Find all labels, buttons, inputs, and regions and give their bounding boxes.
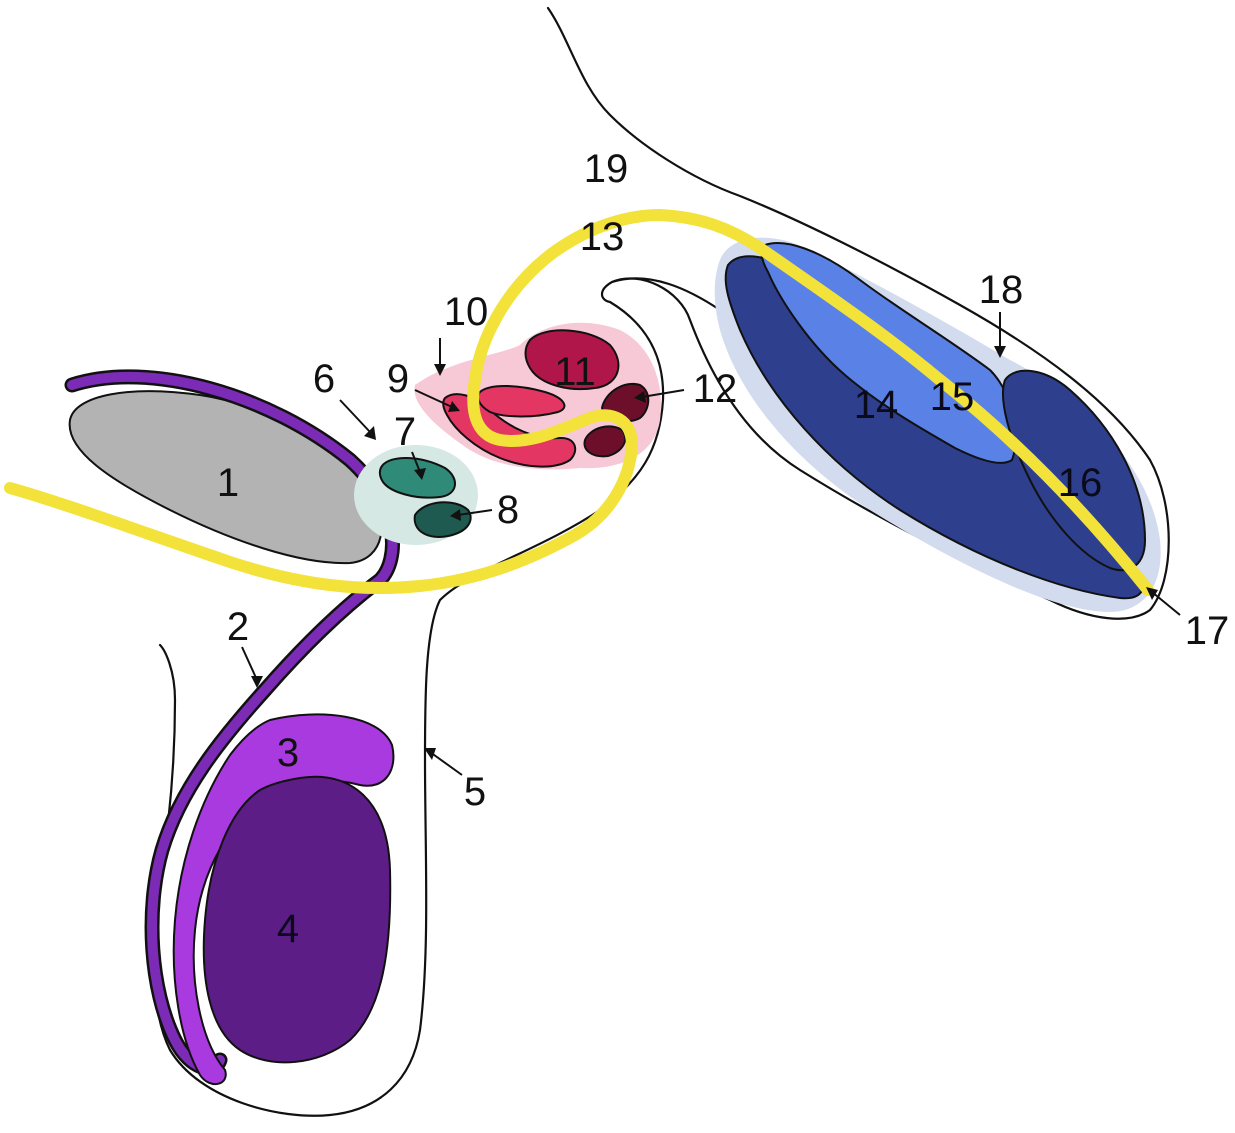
arrow-2 [242, 647, 257, 680]
label-11: 11 [554, 350, 596, 394]
label-10: 10 [444, 290, 489, 334]
label-1: 1 [217, 461, 239, 505]
arrow-6 [340, 400, 370, 432]
label-19: 19 [584, 147, 629, 191]
label-4: 4 [277, 907, 299, 951]
arrow-5 [430, 752, 462, 775]
label-13: 13 [580, 215, 625, 259]
label-8: 8 [497, 488, 519, 532]
organ-8-teal-dark [415, 502, 471, 537]
label-7: 7 [394, 410, 416, 454]
label-12: 12 [693, 367, 738, 411]
label-6: 6 [313, 357, 335, 401]
label-17: 17 [1185, 609, 1230, 653]
label-15: 15 [930, 375, 975, 419]
label-2: 2 [227, 605, 249, 649]
arrow-17 [1152, 592, 1180, 615]
label-14: 14 [854, 383, 899, 427]
label-3: 3 [277, 731, 299, 775]
label-5: 5 [464, 770, 486, 814]
label-18: 18 [979, 268, 1024, 312]
label-16: 16 [1058, 461, 1103, 505]
label-9: 9 [387, 357, 409, 401]
